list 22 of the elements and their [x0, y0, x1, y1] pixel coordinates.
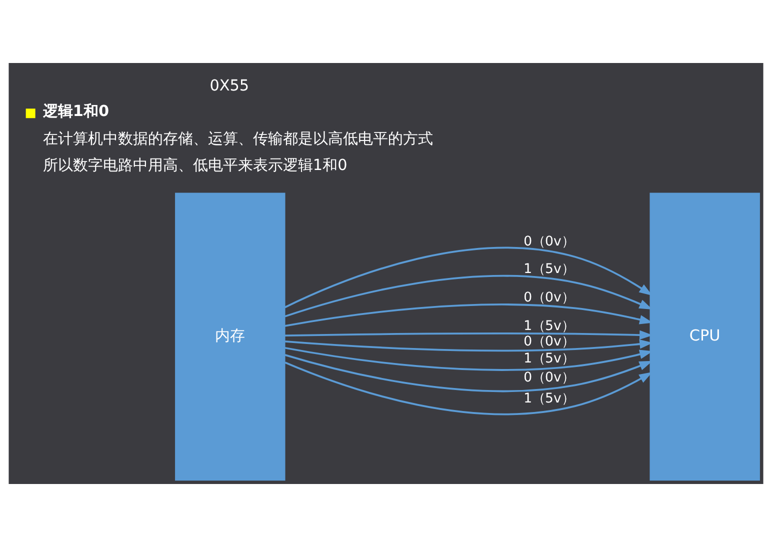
- edge-label: 1（5v）: [524, 262, 574, 277]
- label: 逻辑1和0: [42, 102, 110, 120]
- arrow: [284, 246, 652, 308]
- edge-label: 0（0v）: [524, 234, 574, 250]
- arrow: [284, 274, 653, 317]
- node-box: 内存: [175, 192, 286, 480]
- arrow: [284, 338, 653, 352]
- arrow: [284, 303, 653, 326]
- edge-label: 1（5v）: [524, 318, 574, 334]
- label: 0X55: [210, 76, 250, 94]
- edge-label: 0（0v）: [524, 290, 574, 306]
- arrow: [284, 361, 652, 415]
- arrow: [284, 354, 653, 392]
- arrow: [285, 330, 653, 340]
- edge-label: 0（0v）: [524, 334, 574, 349]
- label: 所以数字电路中用高、低电平来表示逻辑1和0: [42, 156, 348, 174]
- node-box: CPU: [650, 192, 760, 480]
- edge-label: 1（5v）: [524, 390, 574, 406]
- edge-label: 0（0v）: [524, 370, 574, 386]
- edge-label: 1（5v）: [524, 351, 574, 366]
- label: 在计算机中数据的存储、运算、传输都是以高低电平的方式: [42, 129, 433, 148]
- arrow: [284, 346, 653, 370]
